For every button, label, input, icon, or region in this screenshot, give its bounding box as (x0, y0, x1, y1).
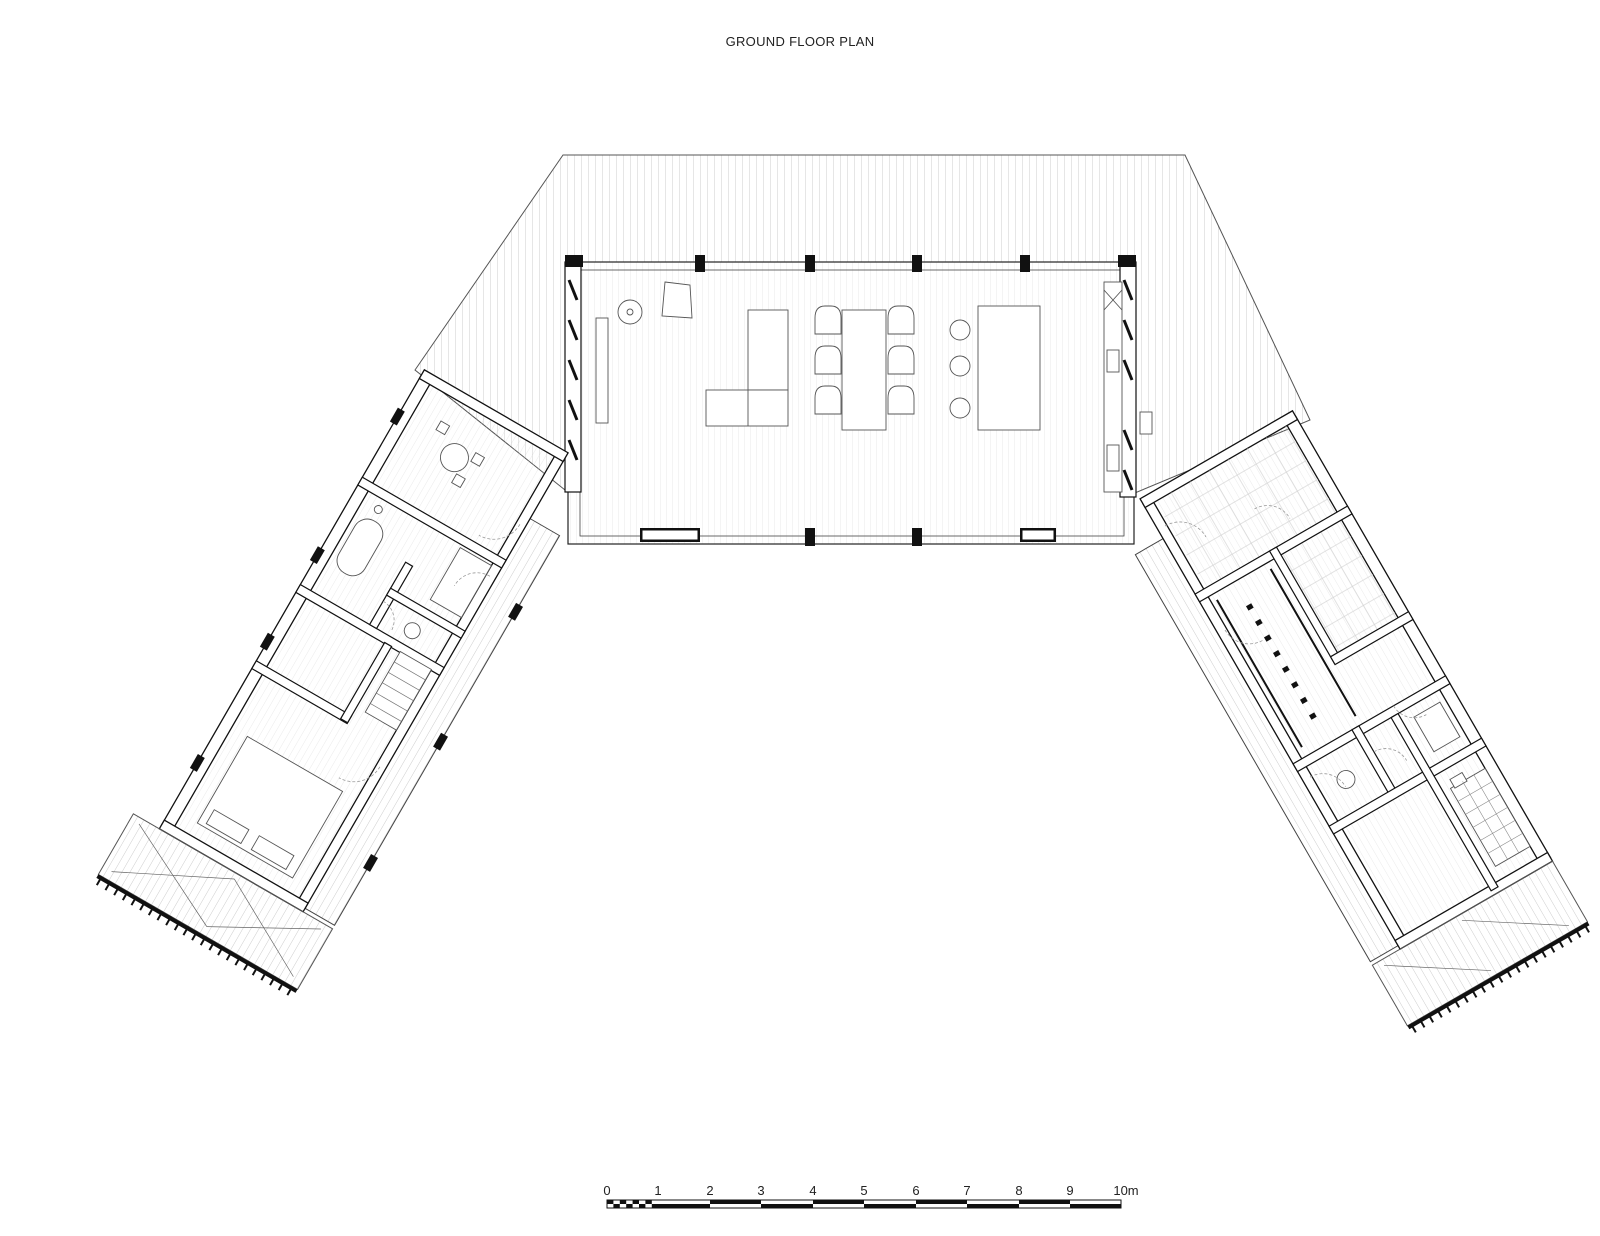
scale-label: 9 (1066, 1183, 1073, 1198)
scale-label: 7 (963, 1183, 970, 1198)
scale-label: 5 (860, 1183, 867, 1198)
left-wing (95, 368, 569, 996)
scale-label: 0 (603, 1183, 610, 1198)
scale-label: 6 (912, 1183, 919, 1198)
scale-bar: 0 1 2 3 4 5 6 7 8 9 10m (603, 1183, 1139, 1209)
scale-label: 4 (809, 1183, 816, 1198)
scale-label: 10m (1113, 1183, 1138, 1198)
scale-label: 2 (706, 1183, 713, 1198)
scale-label: 8 (1015, 1183, 1022, 1198)
plan-title: GROUND FLOOR PLAN (725, 34, 875, 49)
scale-label: 1 (654, 1183, 661, 1198)
living-wing (564, 255, 1153, 546)
scale-label: 3 (757, 1183, 764, 1198)
right-wing (1134, 409, 1590, 1033)
